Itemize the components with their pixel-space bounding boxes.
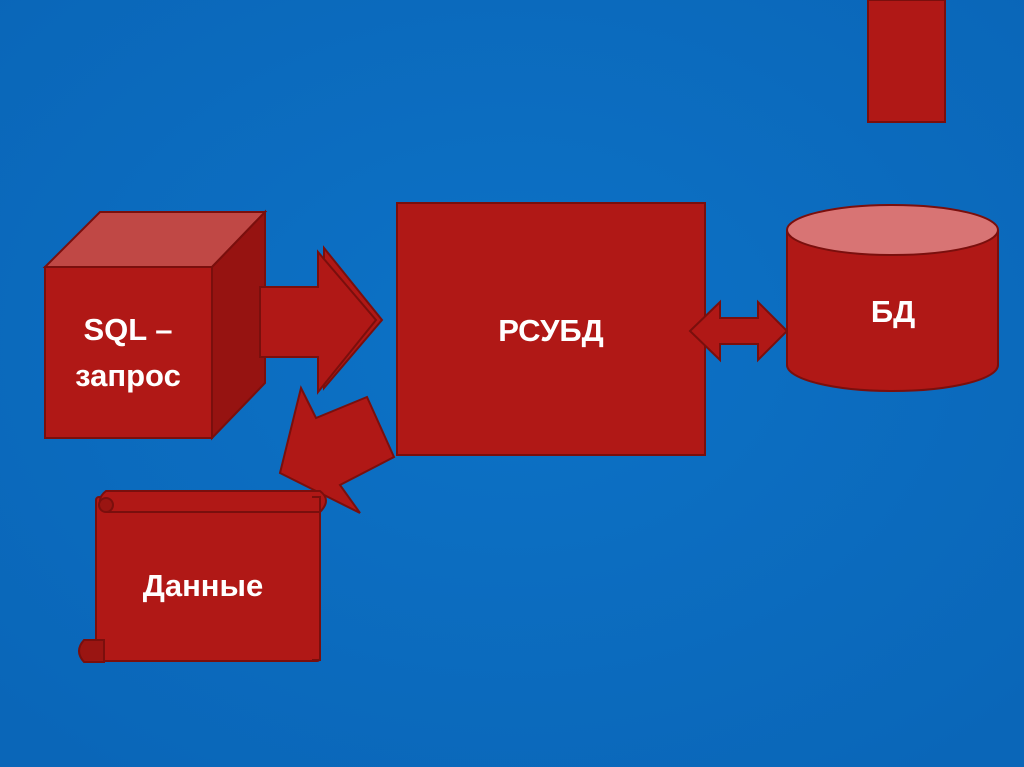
data-scroll — [78, 490, 327, 663]
database-cylinder — [786, 204, 999, 392]
decorative-bar — [867, 0, 946, 123]
sql-query-label-line1: SQL – — [83, 312, 172, 347]
database-label: БД — [871, 294, 915, 329]
arrow-right-icon — [259, 245, 384, 395]
sql-query-label-line2: запрос — [75, 358, 181, 393]
arrow-return-icon — [278, 385, 396, 514]
dbms-label: РСУБД — [498, 313, 604, 348]
sql-query-cube — [42, 209, 268, 441]
data-label: Данные — [143, 568, 264, 603]
